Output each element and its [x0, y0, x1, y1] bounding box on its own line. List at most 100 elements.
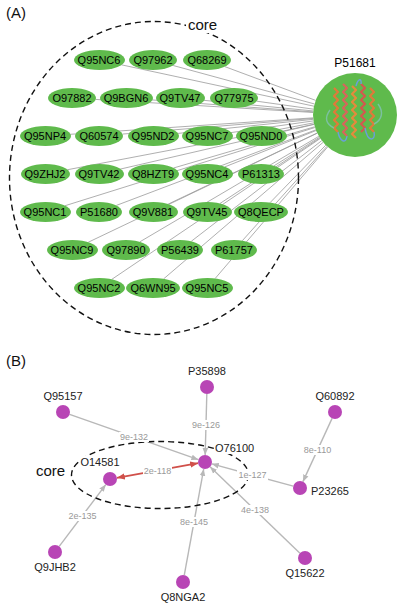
- homolog-node: Q8QECP: [234, 202, 288, 222]
- region-label: core: [34, 462, 67, 479]
- node-id: O14581: [79, 456, 120, 468]
- homolog-node: P56439: [157, 240, 203, 260]
- homolog-node: Q95NC4: [182, 164, 233, 184]
- node-circle: [313, 73, 397, 157]
- node-id: Q95NC6: [78, 54, 121, 67]
- edge-label: 4e-138: [240, 505, 270, 515]
- homolog-node: Q8HZT9: [128, 164, 179, 184]
- homolog-node: Q9TV47: [156, 88, 205, 108]
- node-id: Q97962: [133, 54, 172, 67]
- node-id: Q9JHB2: [33, 561, 77, 573]
- node-id: P35898: [187, 365, 227, 377]
- node-id: Q8NGA2: [160, 591, 207, 603]
- homolog-node: Q95NC6: [74, 50, 125, 70]
- protein-node: Q8NGA2: [176, 575, 190, 589]
- node-id: Q8HZT9: [132, 168, 174, 181]
- node-id: P23265: [310, 485, 350, 497]
- node-id: Q95ND2: [132, 130, 175, 143]
- homolog-node: Q95ND2: [128, 126, 179, 146]
- homolog-node: Q97890: [102, 240, 150, 260]
- protein-node: O14581: [103, 472, 117, 486]
- node-id: Q9BGN6: [104, 92, 149, 105]
- connector: [191, 141, 321, 242]
- node-id: Q77975: [214, 92, 253, 105]
- homolog-node: Q9TV42: [75, 164, 124, 184]
- node-id: Q95NC9: [51, 244, 94, 257]
- node-id: Q95NC2: [78, 282, 121, 295]
- edge-label: 9e-132: [119, 432, 149, 442]
- region-label: core: [186, 16, 219, 33]
- protein-node: Q95157: [56, 405, 70, 419]
- protein-node: Q9JHB2: [48, 545, 62, 559]
- protein-node: Q60892: [328, 405, 342, 419]
- connector: [212, 464, 293, 486]
- homolog-node: P61313: [238, 164, 284, 184]
- node-id: O76100: [214, 442, 255, 454]
- connector: [210, 467, 300, 553]
- homolog-node: Q9BGN6: [100, 88, 153, 108]
- node-id: Q95ND0: [240, 130, 283, 143]
- homolog-node: Q68269: [183, 50, 231, 70]
- homolog-node: Q95NC7: [182, 126, 233, 146]
- connector: [70, 414, 199, 459]
- node-id: Q9TV45: [187, 206, 228, 219]
- node-id: P56439: [161, 244, 199, 257]
- edge-label: 2e-135: [67, 511, 97, 521]
- edge-label: 2e-118: [143, 466, 172, 476]
- connector: [173, 127, 314, 168]
- node-id: P61757: [215, 244, 253, 257]
- homolog-node: Q77975: [210, 88, 258, 108]
- node-id: Q95NC7: [186, 130, 229, 143]
- node-id: P51681: [334, 56, 375, 70]
- node-id: Q97890: [106, 244, 145, 257]
- homolog-node: Q95NC9: [47, 240, 98, 260]
- homolog-node: Q95NC5: [182, 278, 233, 298]
- edge-label: 8e-145: [179, 517, 209, 527]
- node-id: Q9TV47: [160, 92, 201, 105]
- homolog-node: Q9V881: [129, 202, 178, 222]
- node-id: Q95NC4: [186, 168, 229, 181]
- protein-node: P23265: [293, 481, 307, 495]
- node-id: Q68269: [187, 54, 226, 67]
- homolog-node: P51680: [76, 202, 122, 222]
- node-id: Q95NP4: [24, 130, 66, 143]
- homolog-node: Q6WN95: [126, 278, 180, 298]
- edge-label: 8e-110: [303, 445, 332, 455]
- node-id: Q8QECP: [238, 206, 284, 219]
- edge-label: 1e-127: [237, 470, 267, 480]
- node-id: Q60892: [314, 390, 355, 402]
- node-id: Q15622: [284, 567, 325, 579]
- node-id: Q9V881: [133, 206, 173, 219]
- node-id: Q9TV42: [79, 168, 120, 181]
- homolog-node: Q9ZHJ2: [21, 164, 70, 184]
- homolog-node: Q60574: [75, 126, 123, 146]
- node-id: Q95157: [42, 390, 83, 402]
- connector: [303, 418, 332, 481]
- homolog-node: Q95NP4: [20, 126, 71, 146]
- panel-label: (A): [6, 4, 26, 21]
- query-protein-node: P51681: [313, 73, 397, 157]
- panel-label: (B): [6, 352, 26, 369]
- connector: [242, 146, 327, 240]
- node-id: Q6WN95: [130, 282, 175, 295]
- protein-node: O76100: [198, 455, 212, 469]
- connector: [112, 139, 320, 280]
- edge-label: 9e-126: [191, 420, 221, 430]
- core-region: coreQ95NC6Q97962Q68269O97882Q9BGN6Q9TV47…: [8, 20, 300, 336]
- node-id: Q95NC1: [24, 206, 67, 219]
- homolog-node: O97882: [48, 88, 96, 108]
- connector: [88, 133, 317, 242]
- node-id: O97882: [52, 92, 91, 105]
- dashed-outline: [10, 22, 299, 335]
- protein-node: Q15622: [298, 551, 312, 565]
- homolog-node: Q95NC2: [74, 278, 125, 298]
- helix-structure: [327, 80, 382, 141]
- connector: [59, 485, 106, 547]
- connector: [117, 463, 198, 478]
- protein-node: P35898: [200, 380, 214, 394]
- homolog-node: Q9TV45: [183, 202, 232, 222]
- node-id: P61313: [242, 168, 280, 181]
- connector: [257, 101, 314, 109]
- homolog-node: Q97962: [129, 50, 177, 70]
- node-id: P51680: [80, 206, 118, 219]
